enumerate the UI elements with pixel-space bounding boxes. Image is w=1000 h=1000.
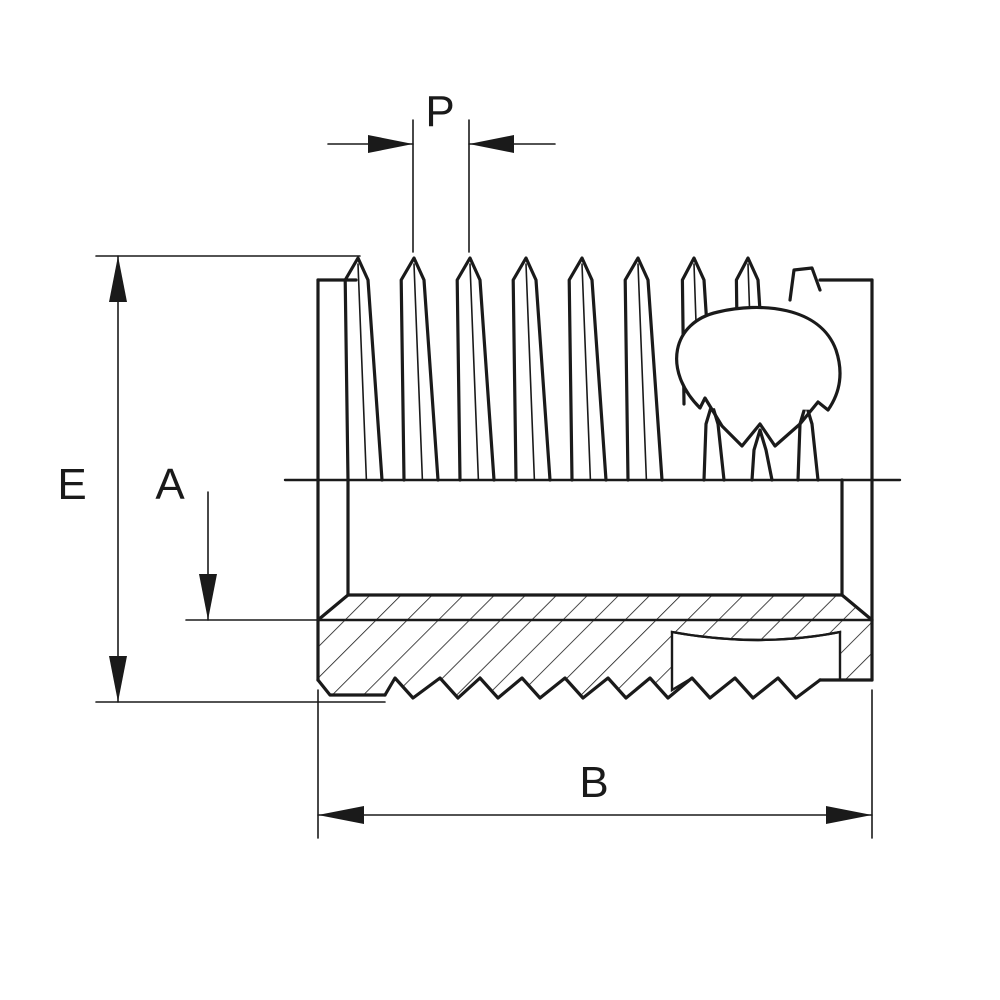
inner-thread-label: A (155, 460, 185, 509)
thread-crest (399, 256, 440, 482)
locking-ball (675, 305, 842, 448)
length-label: B (579, 758, 608, 807)
thread-flank-line (469, 263, 480, 481)
thread-crest (567, 256, 608, 482)
pitch-label: P (425, 87, 454, 136)
thread-crest (511, 256, 552, 482)
thread-crest (455, 256, 496, 482)
thread-flank-line (581, 263, 592, 481)
thread-flank-line (413, 263, 424, 481)
dimension-a: A (155, 460, 319, 621)
thread-crest (623, 256, 664, 482)
dimension-e: E (57, 255, 386, 703)
section-hatch-upper (318, 595, 872, 620)
dimension-b: B (317, 689, 873, 839)
thread-crest (343, 256, 384, 482)
thread-flank-line (637, 263, 648, 481)
locking-slot (670, 630, 842, 700)
outer-diameter-label: E (57, 460, 86, 509)
thread-flank-line (357, 263, 368, 481)
thread-flank-line (525, 263, 536, 481)
dimension-p: P (327, 87, 556, 253)
thread-crest-lower (750, 428, 774, 482)
thread-tail (788, 266, 822, 302)
